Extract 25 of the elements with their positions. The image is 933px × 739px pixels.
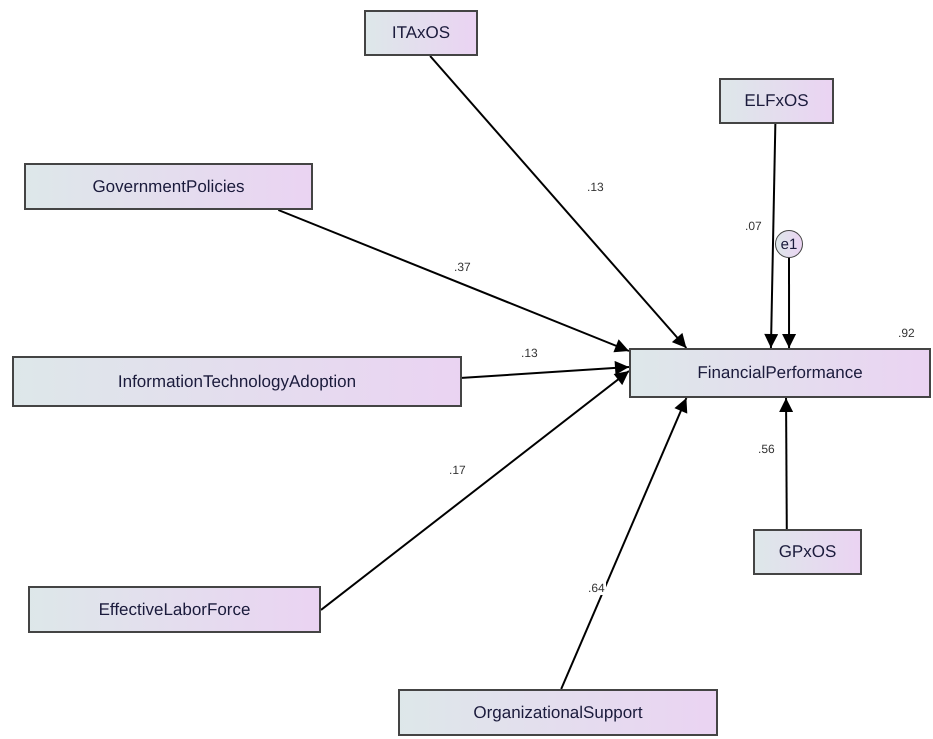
r-squared-value: .92 [897, 326, 916, 340]
edge-label: .13 [586, 180, 605, 194]
arrow [429, 55, 688, 349]
edge-label: .13 [520, 346, 539, 360]
variable-box: GovernmentPolicies [24, 163, 313, 210]
arrow [278, 209, 630, 352]
edge-label: .64 [587, 581, 606, 595]
variable-box: ELFxOS [719, 78, 834, 124]
edge-label: .56 [757, 442, 776, 456]
variable-box: EffectiveLaborForce [28, 586, 321, 633]
arrow [320, 370, 630, 611]
arrow [462, 360, 630, 379]
edge-label: .37 [453, 260, 472, 274]
variable-box: GPxOS [753, 529, 862, 575]
arrow [782, 258, 796, 348]
variable-box: FinancialPerformance [629, 348, 931, 398]
variable-box: ITAxOS [364, 10, 478, 56]
error-term-circle: e1 [775, 230, 803, 258]
arrow [779, 398, 794, 529]
arrow [764, 124, 778, 348]
edge-label: .17 [448, 463, 467, 477]
edge-label: .07 [744, 219, 763, 233]
variable-box: InformationTechnologyAdoption [12, 356, 462, 407]
arrow [560, 398, 688, 690]
variable-box: OrganizationalSupport [398, 689, 718, 736]
